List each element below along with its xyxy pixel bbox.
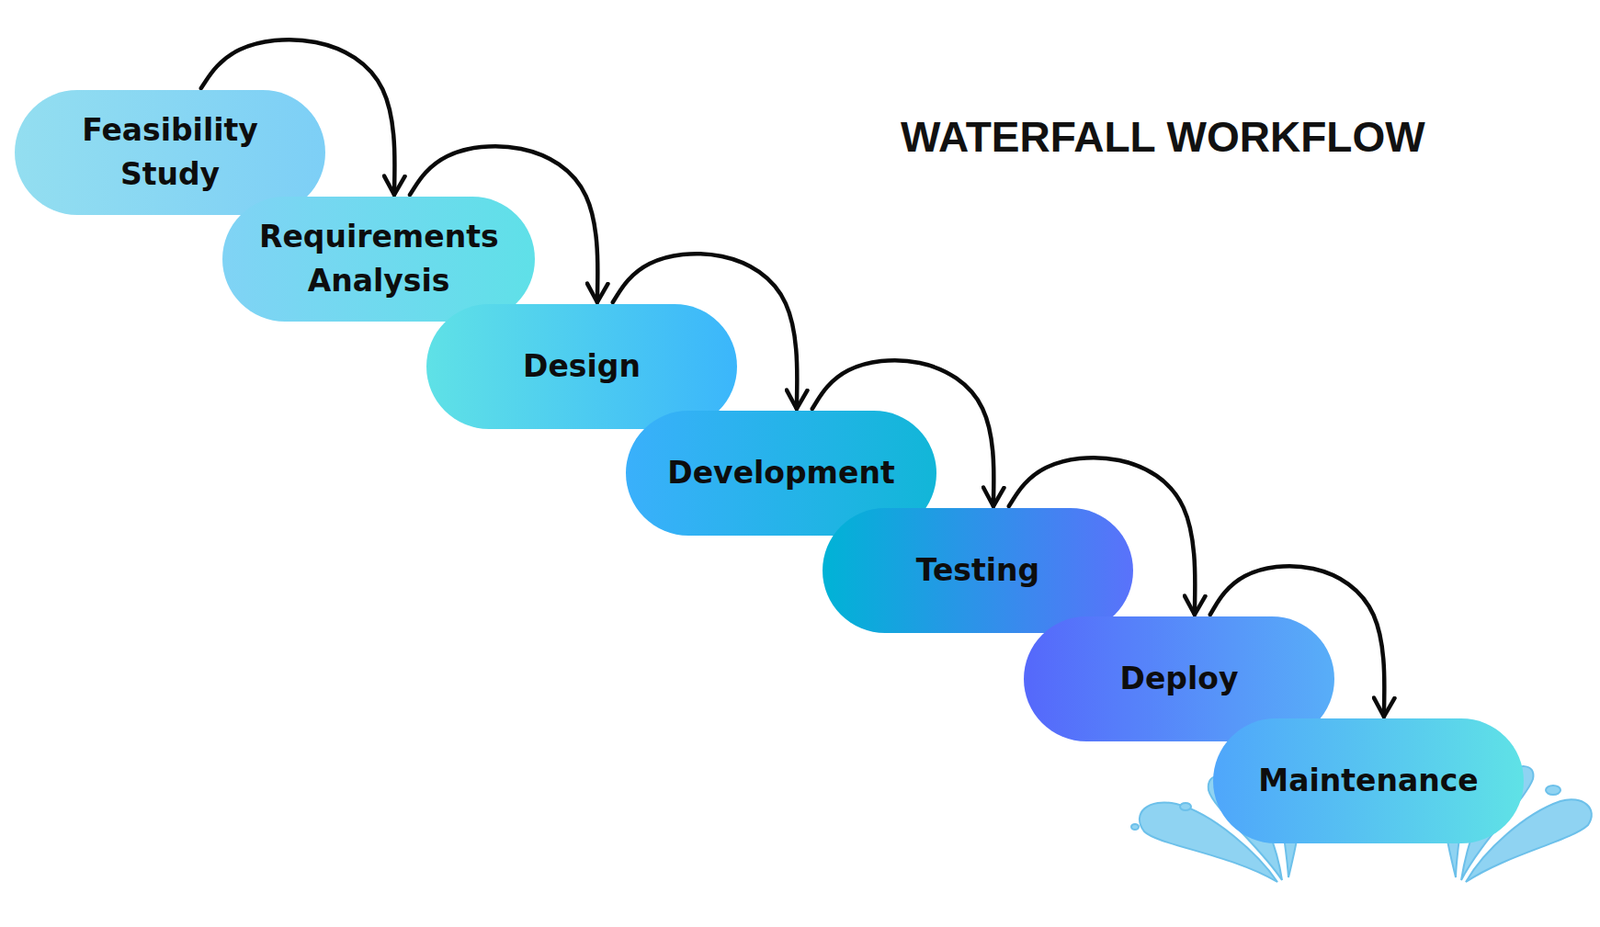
step-label: Maintenance xyxy=(1258,759,1478,804)
diagram-title: WATERFALL WORKFLOW xyxy=(900,112,1426,162)
step-label: Testing xyxy=(916,548,1040,593)
step-label: Requirements Analysis xyxy=(259,215,499,304)
step-label: Design xyxy=(522,344,641,389)
process-pill: Requirements Analysis xyxy=(222,196,535,322)
process-pill: Maintenance xyxy=(1213,718,1524,844)
step-label: Deploy xyxy=(1120,657,1239,702)
step-label: Feasibility Study xyxy=(64,108,276,197)
process-pill: Testing xyxy=(822,508,1134,634)
step-label: Development xyxy=(667,451,895,496)
